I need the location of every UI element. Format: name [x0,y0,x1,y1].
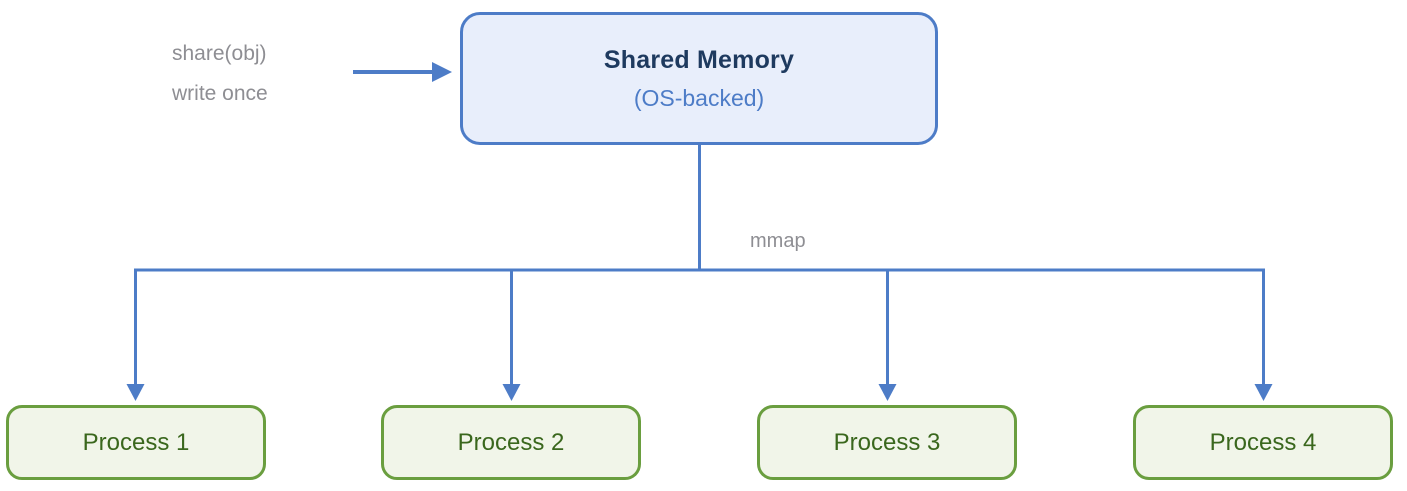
process-1-node: Process 1 [6,405,266,480]
shared-memory-subtitle: (OS-backed) [633,84,765,111]
process-4-label: Process 4 [1209,428,1317,456]
drop-arrow-3 [878,270,897,401]
process-2-node: Process 2 [381,405,641,480]
process-3-node: Process 3 [757,405,1017,480]
drop-arrow-4 [1254,270,1273,401]
process-3-label: Process 3 [833,428,941,456]
caller-annotation: share(obj) write once [172,43,268,105]
drop-arrow-2 [502,270,521,401]
share-arrow [353,62,452,82]
caller-annotation-line1: share(obj) [172,42,267,65]
shared-memory-title: Shared Memory [603,45,795,74]
drop-arrow-1 [126,270,145,401]
process-2-label: Process 2 [457,428,565,456]
shared-memory-node: Shared Memory (OS-backed) [460,12,938,145]
process-4-node: Process 4 [1133,405,1393,480]
caller-annotation-line2: write once [172,82,268,105]
mmap-edge-label: mmap [750,230,806,252]
process-1-label: Process 1 [82,428,190,456]
